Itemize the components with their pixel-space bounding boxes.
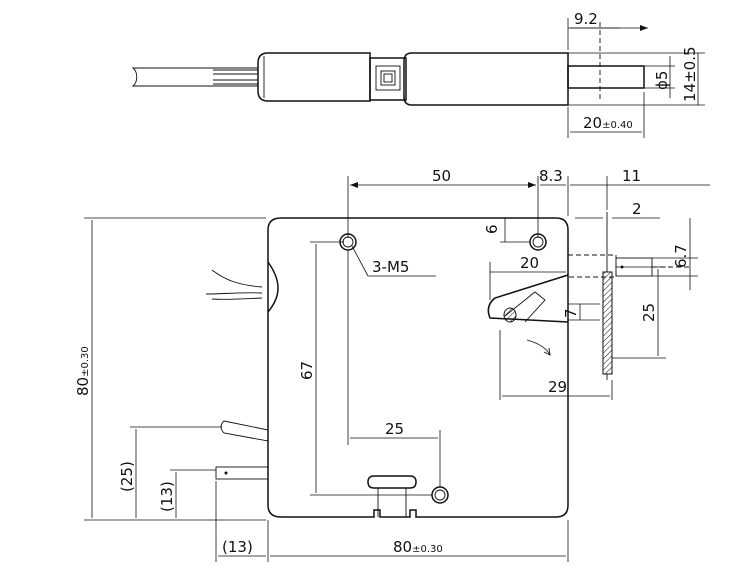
dim-14: 14±0.5 <box>681 46 699 102</box>
latch-bar <box>602 271 613 375</box>
dim-6: 6 <box>483 224 501 234</box>
top-housing-main <box>403 52 569 106</box>
front-view <box>205 212 690 518</box>
handle-upper <box>220 420 269 442</box>
main-plate <box>267 217 569 518</box>
mounting-hole-3 <box>431 486 449 504</box>
top-cable <box>131 67 259 87</box>
dim-29: 29 <box>548 378 567 396</box>
dim-13-paren-v: (13) <box>158 481 176 512</box>
top-shaft <box>567 65 645 89</box>
handle-lower <box>215 466 269 480</box>
latch-cutout <box>487 274 569 323</box>
latch-arm <box>504 291 546 323</box>
dim-2: 2 <box>632 200 642 218</box>
dim-8-3: 8.3 <box>539 167 563 185</box>
bottom-slot <box>367 475 417 489</box>
dim-80-left: 80±0.30 <box>74 346 92 396</box>
dim-phi5: ϕ5 <box>653 71 671 90</box>
dim-25-paren: (25) <box>118 461 136 492</box>
top-housing-left <box>257 52 371 102</box>
dim-20-top: 20±0.40 <box>583 114 633 132</box>
dim-67: 67 <box>298 361 316 380</box>
top-connector <box>369 57 407 101</box>
dim-25-mid: 25 <box>385 420 404 438</box>
top-view: 9.2 ϕ5 14±0.5 20±0.40 <box>131 10 705 138</box>
dim-11: 11 <box>622 167 641 185</box>
dim-9-2: 9.2 <box>574 10 598 28</box>
note-3-m5: 3-M5 <box>372 258 409 276</box>
dim-6-7: 6.7 <box>672 244 690 268</box>
dim-7: 7 <box>562 308 580 318</box>
dim-20: 20 <box>520 254 539 272</box>
dim-50: 50 <box>432 167 451 185</box>
dim-80-bottom: 80±0.30 <box>393 538 443 556</box>
front-dimensions: 50 8.3 11 2 6 6.7 20 25 7 2 <box>74 167 710 562</box>
dim-13-paren-h: (13) <box>222 538 253 556</box>
cable-bump <box>267 261 279 313</box>
dim-25-right: 25 <box>640 303 658 322</box>
